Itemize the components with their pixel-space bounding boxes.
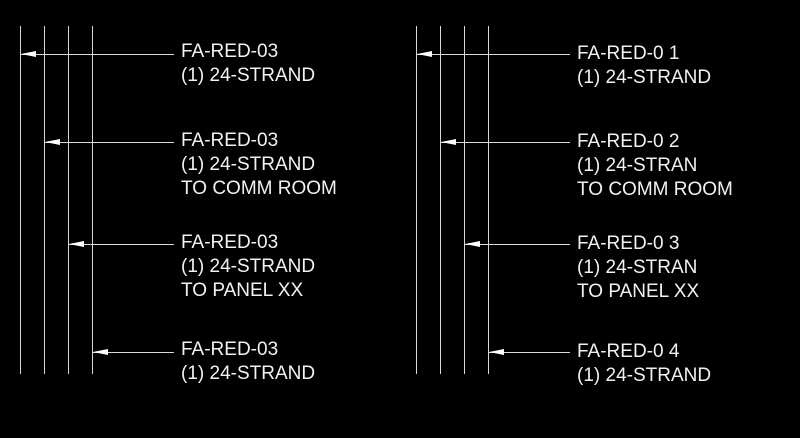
arrowhead-icon — [465, 241, 480, 247]
cable-id: FA-RED-0 1 — [577, 43, 680, 64]
callout-label: FA-RED-0 3 (1) 24-STRAN TO PANEL XX — [577, 232, 699, 304]
destination: TO COMM ROOM — [181, 178, 337, 199]
destination: TO PANEL XX — [577, 281, 700, 302]
cable-id: FA-RED-03 — [181, 232, 279, 253]
cable-line-3 — [68, 26, 69, 374]
cable-id: FA-RED-0 3 — [577, 233, 680, 254]
callout-label: FA-RED-03 (1) 24-STRAND TO COMM ROOM — [181, 129, 337, 201]
leader-line — [45, 142, 174, 143]
arrowhead-icon — [45, 139, 60, 145]
destination: TO COMM ROOM — [577, 179, 733, 200]
strand-count: (1) 24-STRAND — [577, 365, 712, 386]
callout-label: FA-RED-0 2 (1) 24-STRAN TO COMM ROOM — [577, 130, 733, 202]
cable-line-2 — [44, 26, 45, 374]
callout-label: FA-RED-0 1 (1) 24-STRAND — [577, 42, 711, 90]
leader-line — [21, 54, 174, 55]
cable-line-1 — [416, 26, 417, 374]
arrowhead-icon — [21, 51, 36, 57]
cable-id: FA-RED-03 — [181, 339, 279, 360]
arrowhead-icon — [93, 349, 108, 355]
cable-line-3 — [464, 26, 465, 374]
callout-label: FA-RED-03 (1) 24-STRAND — [181, 338, 315, 386]
strand-count: (1) 24-STRAN — [577, 155, 698, 176]
arrowhead-icon — [417, 51, 432, 57]
strand-count: (1) 24-STRAND — [181, 363, 316, 384]
cable-line-4 — [488, 26, 489, 374]
cable-id: FA-RED-0 4 — [577, 341, 680, 362]
leader-line — [441, 142, 570, 143]
cable-line-1 — [20, 26, 21, 374]
strand-count: (1) 24-STRAND — [577, 67, 712, 88]
callout-label: FA-RED-0 4 (1) 24-STRAND — [577, 340, 711, 388]
destination: TO PANEL XX — [181, 280, 304, 301]
cable-line-2 — [440, 26, 441, 374]
leader-line — [489, 352, 570, 353]
strand-count: (1) 24-STRAND — [181, 65, 316, 86]
strand-count: (1) 24-STRAN — [577, 257, 698, 278]
cable-line-4 — [92, 26, 93, 374]
arrowhead-icon — [489, 349, 504, 355]
strand-count: (1) 24-STRAND — [181, 154, 316, 175]
leader-line — [69, 244, 174, 245]
leader-line — [465, 244, 570, 245]
callout-label: FA-RED-03 (1) 24-STRAND — [181, 40, 315, 88]
leader-line — [93, 352, 174, 353]
arrowhead-icon — [69, 241, 84, 247]
leader-line — [417, 54, 570, 55]
strand-count: (1) 24-STRAND — [181, 256, 316, 277]
callout-label: FA-RED-03 (1) 24-STRAND TO PANEL XX — [181, 231, 315, 303]
cable-id: FA-RED-0 2 — [577, 131, 680, 152]
arrowhead-icon — [441, 139, 456, 145]
cable-id: FA-RED-03 — [181, 41, 279, 62]
cable-id: FA-RED-03 — [181, 130, 279, 151]
